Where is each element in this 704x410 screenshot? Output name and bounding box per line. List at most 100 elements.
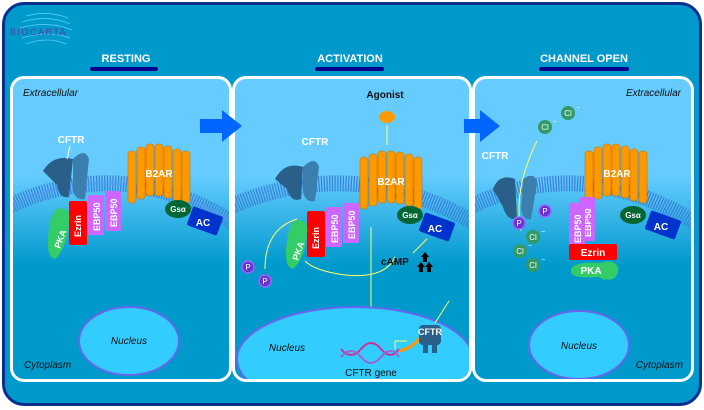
svg-text:Cl: Cl <box>516 247 524 256</box>
adenylyl-cyclase <box>645 210 681 240</box>
adenylyl-cyclase <box>187 206 223 236</box>
cftr-channel <box>43 153 89 200</box>
nucleus-label: Nucleus <box>561 341 597 352</box>
ebp50-protein <box>326 207 342 247</box>
cytoplasm-label: Cytoplasm <box>24 360 72 371</box>
svg-text:Cl: Cl <box>564 109 572 118</box>
pka-label: PKA <box>580 266 601 277</box>
ac-label: AC <box>428 224 442 235</box>
phosphate-icon <box>241 260 255 274</box>
phosphate-label: P <box>262 277 267 286</box>
nucleus <box>78 306 180 376</box>
b2ar-receptor <box>584 143 648 204</box>
stage-underline <box>539 67 629 71</box>
ezrin-protein <box>307 211 325 257</box>
b2ar-label: B2AR <box>377 177 405 188</box>
svg-text:−: − <box>528 243 532 250</box>
dna-helix-icon <box>340 342 400 364</box>
agonist-molecule <box>379 111 395 123</box>
adenylyl-cyclase <box>419 212 455 242</box>
phosphate-label: P <box>245 263 250 272</box>
new-cftr-label: CFTR <box>418 327 442 337</box>
chloride-ion: Cl− <box>561 105 580 120</box>
gs-alpha-label: Gsα <box>170 205 186 214</box>
ebp50-protein <box>343 203 359 243</box>
ebp50-label: EBP50 <box>583 208 593 237</box>
stage-arrow-2-icon <box>464 110 500 142</box>
phosphate-label: P <box>542 207 547 216</box>
b2ar-label: B2AR <box>145 169 173 180</box>
trafficking-arrow <box>434 300 450 324</box>
panel-resting: Extracellular Cytoplasm CFTR B2AR Gsα AC <box>10 76 232 382</box>
panel-activation: Agonist CFTR B2AR Gsα AC Ezrin EBP50 EBP… <box>232 76 472 382</box>
gs-alpha-protein <box>620 206 646 224</box>
ezrin-label: Ezrin <box>311 227 321 249</box>
transcription-arrow <box>394 340 407 349</box>
stage-underline <box>315 67 384 71</box>
b2ar-label: B2AR <box>603 169 631 180</box>
pka-protein <box>47 208 70 259</box>
cftr-channel <box>275 161 319 202</box>
ezrin-label: Ezrin <box>73 215 83 237</box>
new-cftr-channel <box>419 325 441 353</box>
pka-protein <box>285 220 308 269</box>
ezrin-protein <box>569 244 617 260</box>
cftr-label: CFTR <box>482 151 509 162</box>
pka-protein <box>571 261 619 280</box>
stage-title-channel-open: CHANNEL OPEN <box>540 53 628 65</box>
chloride-ion: Cl− <box>538 119 557 134</box>
extracellular-label: Extracellular <box>23 88 79 99</box>
cftr-channel-open <box>493 175 537 220</box>
gs-alpha-protein <box>165 200 191 218</box>
camp-label: cAMP <box>381 257 409 268</box>
nucleus <box>236 306 469 379</box>
svg-text:Cl: Cl <box>529 233 537 242</box>
ebp50-label: EBP50 <box>330 214 340 243</box>
ebp50-label: EBP50 <box>347 210 357 239</box>
camp-pka-arrow <box>304 256 396 277</box>
cell-membrane <box>235 175 469 229</box>
phosphorylation-arrow <box>264 218 298 270</box>
cftr-label: CFTR <box>58 135 85 146</box>
agonist-label: Agonist <box>366 90 404 101</box>
ac-camp-arrow <box>412 238 428 254</box>
gs-alpha-label: Gsα <box>625 211 641 220</box>
svg-text:−: − <box>553 119 557 126</box>
b2ar-receptor <box>359 150 423 210</box>
gs-alpha-label: Gsα <box>402 211 418 220</box>
nucleus-label: Nucleus <box>111 336 147 347</box>
increase-arrows-icon <box>417 252 433 272</box>
stage-underline <box>90 67 158 71</box>
phosphate-icon <box>538 204 552 218</box>
ebp50-label: EBP50 <box>573 214 583 243</box>
cftr-label: CFTR <box>302 137 329 148</box>
nucleus-label: Nucleus <box>269 343 305 354</box>
ebp50-label: EBP50 <box>109 198 119 227</box>
ezrin-label: Ezrin <box>581 248 605 259</box>
ebp50-protein <box>569 203 585 247</box>
stage-title-resting: RESTING <box>101 53 151 65</box>
phosphate-label: P <box>516 219 521 228</box>
ac-label: AC <box>196 218 210 229</box>
biocarta-logo: BIOCARTA <box>10 13 73 45</box>
cftr-gene-label: CFTR gene <box>345 368 397 379</box>
svg-text:Cl: Cl <box>529 261 537 270</box>
phosphate-icon <box>512 216 526 230</box>
ebp50-protein <box>88 195 104 235</box>
extracellular-label: Extracellular <box>625 88 681 99</box>
chloride-ion: Cl− <box>513 243 532 258</box>
phosphate-icon <box>258 274 272 288</box>
svg-text:Cl: Cl <box>541 123 549 132</box>
chloride-ion: Cl− <box>526 229 545 244</box>
chloride-ion: Cl− <box>526 257 545 272</box>
ebp50-protein <box>105 191 121 231</box>
cytoplasm-label: Cytoplasm <box>635 360 683 371</box>
gs-alpha-protein <box>397 206 423 224</box>
svg-text:−: − <box>541 257 545 264</box>
b2ar-receptor <box>127 143 191 204</box>
ezrin-protein <box>69 201 87 245</box>
cell-membrane <box>475 175 691 230</box>
panel-channel-open: Extracellular Cytoplasm CFTR P P Cl− Cl−… <box>472 76 694 382</box>
ebp50-label: EBP50 <box>92 202 102 231</box>
stage-title-activation: ACTIVATION <box>317 53 383 65</box>
